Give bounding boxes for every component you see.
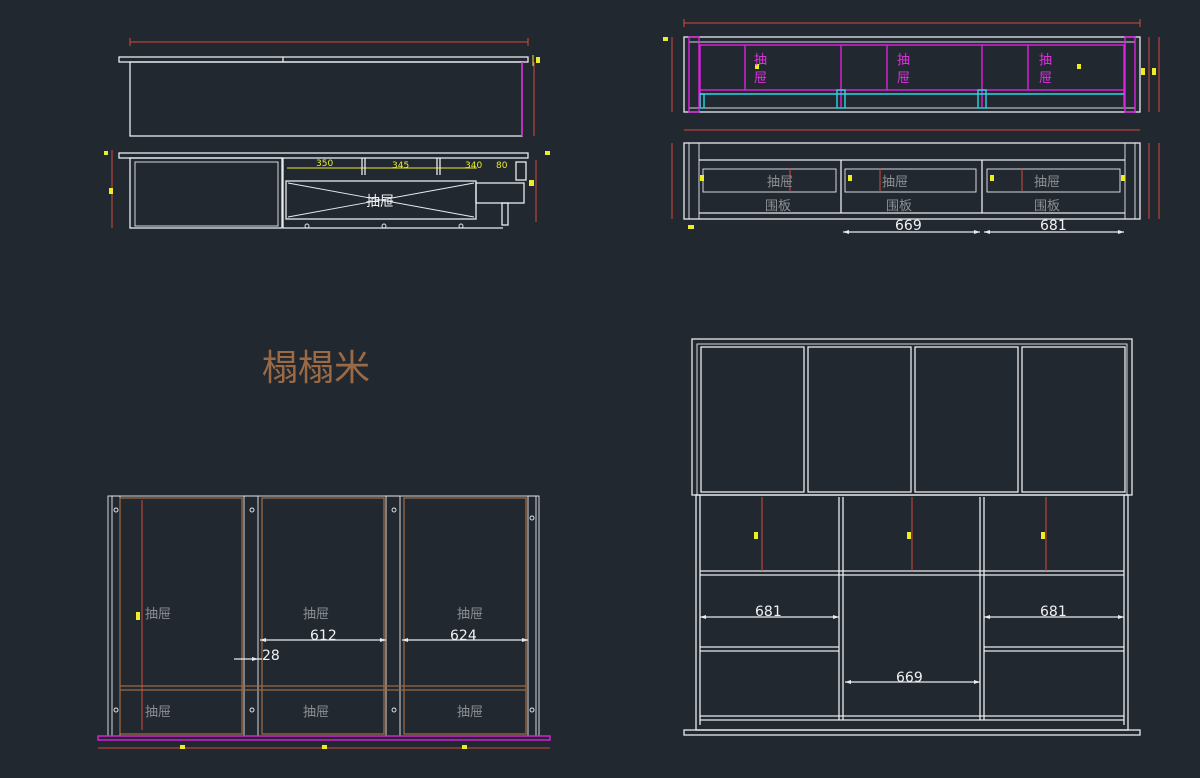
drawer-label-bl2: 抽屉	[303, 607, 329, 622]
drawer-char-1c: 抽	[1039, 53, 1052, 68]
drawer-label-bl3: 抽屉	[457, 607, 483, 622]
drawing-title: 榻榻米	[262, 348, 370, 389]
drawer-label-bl4: 抽屉	[145, 705, 171, 720]
drawer-label-tr3: 抽屉	[1034, 175, 1060, 190]
top-left-view: 350 345 340 80 抽屉	[104, 38, 550, 229]
dim-669-bottom: 669	[896, 670, 923, 686]
drawer-char-2c: 屉	[1039, 71, 1052, 86]
dim-681-right: 681	[1040, 604, 1067, 620]
skirting-label-2: 围板	[886, 199, 912, 214]
dim-612: 612	[310, 628, 337, 644]
skirting-label-3: 围板	[1034, 199, 1060, 214]
dim-681-left: 681	[755, 604, 782, 620]
drawer-char-2a: 屉	[754, 71, 767, 86]
drawer-label-tr2: 抽屉	[882, 175, 908, 190]
drawer-label-bl5: 抽屉	[303, 705, 329, 720]
drawer-label-tr1: 抽屉	[767, 175, 793, 190]
drawer-char-1a: 抽	[754, 53, 767, 68]
dim-28: 28	[262, 648, 280, 664]
bottom-left-view: 抽屉 抽屉 抽屉 抽屉 抽屉 抽屉 612 624 28	[97, 495, 551, 749]
drawer-label-bl6: 抽屉	[457, 705, 483, 720]
skirting-label-1: 围板	[765, 199, 791, 214]
dim-340: 340	[465, 161, 482, 171]
drawer-char-2b: 屉	[897, 71, 910, 86]
dim-345: 345	[392, 161, 409, 171]
dim-681-top: 681	[1040, 218, 1067, 234]
drawer-label: 抽屉	[366, 194, 394, 210]
dim-624: 624	[450, 628, 477, 644]
bottom-right-view: 681 681 669	[683, 338, 1141, 736]
dim-350: 350	[316, 159, 333, 169]
drawer-label-bl1: 抽屉	[145, 607, 171, 622]
dim-669-top: 669	[895, 218, 922, 234]
dim-80: 80	[496, 161, 508, 171]
drawer-char-1b: 抽	[897, 53, 910, 68]
top-right-view: 抽 屉 抽 屉 抽 屉 抽屉 抽屉 抽屉 围板 围板 围板	[663, 19, 1160, 234]
